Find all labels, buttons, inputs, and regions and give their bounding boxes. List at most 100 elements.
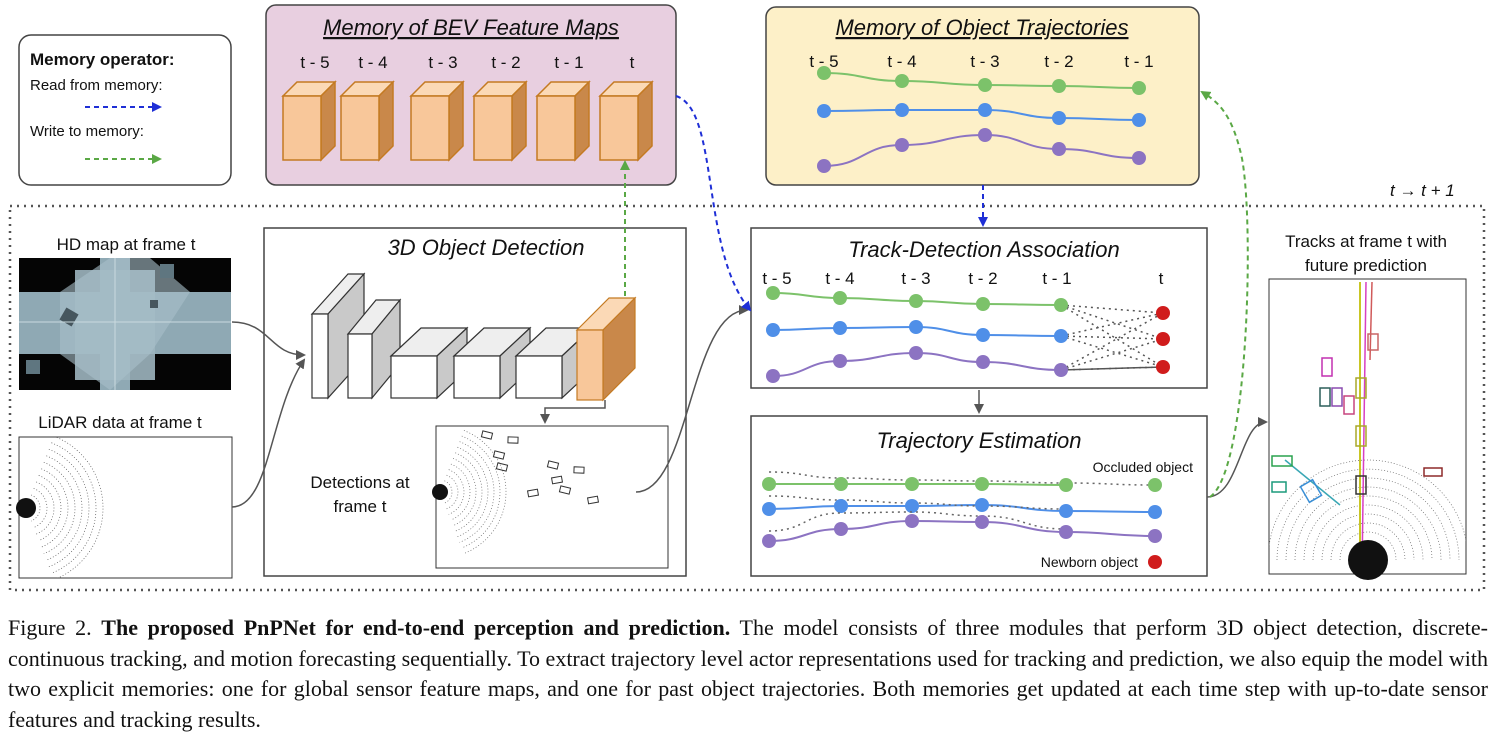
trajectory-point [766,323,780,337]
association-track-blue [766,320,1068,343]
memory-track-blue [817,103,1146,127]
bev-feature-cube [535,80,591,162]
trajectory-point [1148,529,1162,543]
trajectory-line [768,519,1156,542]
backbone-layer [310,272,366,400]
memory-track-green [817,66,1146,95]
trajectory-time-label: t - 4 [887,52,916,71]
association-candidate-line [1060,312,1164,371]
memory-track-purple [817,128,1146,173]
trajectory-point [817,66,831,80]
detection-box [507,436,519,444]
trajectory-point [834,499,848,513]
detection-box [480,430,494,440]
trajectory-point [1132,113,1146,127]
occluded-label: Occluded object [1093,459,1194,475]
time-step-frame [8,204,1486,592]
tracks-label-line1: Tracks at frame t with [1285,232,1447,251]
detection-module: 3D Object Detection Detections at frame … [263,227,687,577]
detection-box [550,475,564,485]
detection-box [546,460,560,470]
newborn-label: Newborn object [1041,554,1138,570]
association-time-label: t - 3 [901,269,930,288]
trajectory-point [817,159,831,173]
trajectory-point [976,328,990,342]
bev-feature-cube [281,80,337,162]
trajectory-point [834,477,848,491]
estimation-track-blue [762,495,1162,519]
detections-image [432,425,669,569]
association-time-label: t - 2 [968,269,997,288]
trajectory-point [978,128,992,142]
detection-box [495,462,509,472]
caption-bold: The proposed PnPNet for end-to-end perce… [101,615,731,640]
tracks-label-line2: future prediction [1305,256,1427,275]
bev-time-label: t - 2 [491,53,520,72]
estimation-track-purple [762,511,1162,548]
trajectory-point [975,515,989,529]
trajectory-point [766,286,780,300]
trajectory-time-label: t - 5 [809,52,838,71]
trajectory-point [1156,360,1170,374]
association-candidate-line [1060,335,1164,340]
association-time-label: t - 1 [1042,269,1071,288]
association-candidate-line [1060,304,1164,368]
trajectory-point [1059,478,1073,492]
bev-time-label: t - 1 [554,53,583,72]
caption-prefix: Figure 2. [8,615,102,640]
trajectory-point [975,498,989,512]
trajectory-point [1148,505,1162,519]
association-candidate-line [1060,304,1164,314]
backbone-layer [346,298,402,400]
trajectory-point [1132,151,1146,165]
bev-feature-cube [598,80,654,162]
legend-read-label: Read from memory: [30,77,163,94]
hd-map-label: HD map at frame t [57,235,196,254]
bev-feature-cube [339,80,395,162]
backbone-layer [389,326,469,400]
legend-write-label: Write to memory: [30,123,144,140]
association-detections [1156,306,1170,374]
legend-box: Memory operator: Read from memory: Write… [18,34,232,186]
trajectory-point [1054,329,1068,343]
detection-box [526,488,540,498]
read-bev-arrow [675,95,752,312]
bev-time-label: t - 3 [428,53,457,72]
bev-feature-cube [472,80,528,162]
trajectory-point [1148,555,1162,569]
trajectory-time-label: t - 2 [1044,52,1073,71]
trajectory-point [978,78,992,92]
detections-to-association-arrow [635,305,749,493]
trajectory-point [895,138,909,152]
trajectory-point [1059,525,1073,539]
predicted-trajectory-line [768,511,1067,532]
trajectory-point [909,346,923,360]
trajectory-point [1052,79,1066,93]
trajectory-point [905,514,919,528]
bev-time-label: t [630,53,635,72]
detection-box [573,466,585,474]
trajectory-point [1156,332,1170,346]
trajectory-point [833,354,847,368]
trajectory-point [834,522,848,536]
association-track-purple [766,346,1068,383]
trajectory-point [1052,111,1066,125]
hd-map-image [19,258,231,390]
trajectory-memory-title: Memory of Object Trajectories [835,15,1128,40]
association-time-label: t [1159,269,1164,288]
trajectory-point [978,103,992,117]
trajectory-point [909,320,923,334]
association-track-green [766,286,1068,312]
lidar-label: LiDAR data at frame t [38,413,202,432]
caption-body: The model consists of three modules that… [8,615,1488,732]
trajectory-point [905,477,919,491]
figure-caption: Figure 2. The proposed PnPNet for end-to… [8,613,1488,735]
trajectory-point [762,502,776,516]
trajectory-point [975,477,989,491]
trajectory-time-label: t - 1 [1124,52,1153,71]
trajectory-point [976,297,990,311]
diagram-canvas: Memory operator: Read from memory: Write… [8,4,1486,592]
estimation-module: Trajectory Estimation Occluded object Ne… [750,415,1208,577]
trajectory-point [1059,504,1073,518]
